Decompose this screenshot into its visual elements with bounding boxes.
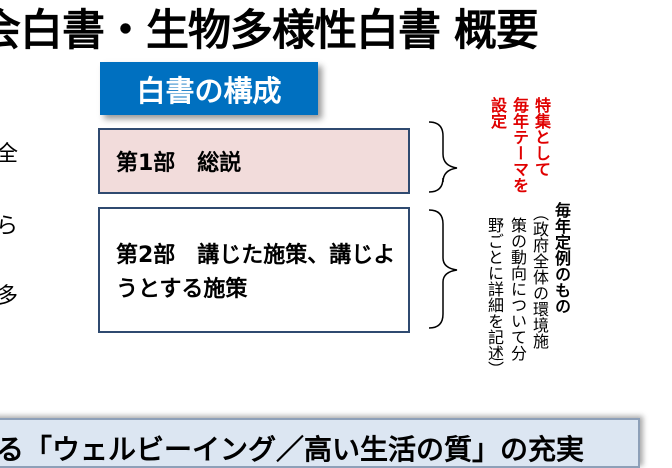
annotation-detail-line: 野ごとに詳細を記述） [485, 217, 504, 377]
clipped-text-fragment: 全 [0, 142, 19, 167]
structure-label: 白書の構成 [100, 62, 318, 115]
annotation-red-line: 毎年テーマを [510, 97, 529, 193]
part2-label: 第2部 講じた施策、講じようとする施策 [116, 243, 396, 302]
annotation-red-line: 設定 [488, 97, 507, 129]
annotation-detail-line: 策の動向について分 [508, 217, 527, 361]
clipped-text-fragment: 多 [0, 284, 19, 309]
bottom-banner-text: る「ウェルビーイング／高い生活の質」の充実 [0, 433, 585, 466]
brace-part2 [428, 209, 458, 329]
brace-icons [428, 121, 458, 329]
brace-part1 [428, 121, 458, 193]
clipped-text-fragment: ら [0, 214, 19, 239]
part1-box: 第1部 総説 [98, 128, 410, 194]
part2-box: 第2部 講じた施策、講じようとする施策 [98, 207, 410, 333]
slide-title: 会白書・生物多様性白書 概要 [0, 6, 539, 56]
annotation-detail-line: （政府全体の環境施 [530, 205, 549, 349]
annotation-bold: 毎年定例のもの [552, 202, 571, 314]
part1-label: 第1部 総説 [116, 151, 242, 176]
annotation-red-line: 特集として [532, 97, 551, 177]
bottom-banner: る「ウェルビーイング／高い生活の質」の充実 [0, 418, 640, 468]
